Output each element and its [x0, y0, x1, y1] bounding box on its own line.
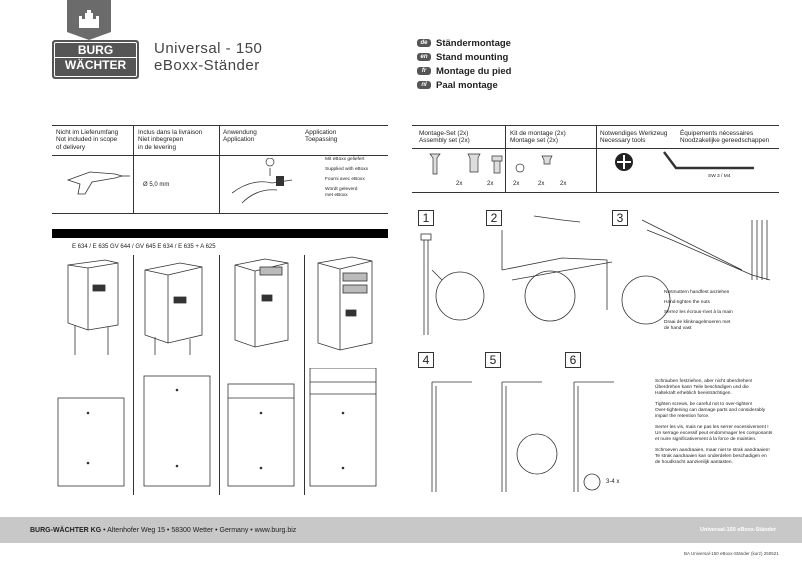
torque-notes: Schrauben festziehen, aber nicht überdre… [655, 379, 772, 466]
footer [0, 517, 802, 543]
divider [412, 148, 779, 149]
eboxx-notes: Mit eBoxx geliefert Supplied with eBoxx … [325, 157, 368, 199]
wrench-label: SW 3 / M4 [708, 174, 731, 179]
steps-1-3-illustration [420, 215, 771, 335]
step3-notes: Nietmuttern handfest anziehen Hand-tight… [664, 290, 733, 332]
right-col1: Montage-Set (2x) Assembly set (2x) [419, 130, 470, 145]
note: Schrauben festziehen, aber nicht überdre… [655, 379, 753, 396]
logo: BURG WÄCHTER [52, 40, 139, 79]
note: Schroeven aandraaien, maar niet te strak… [655, 448, 770, 465]
note: Wordt geleverd [325, 187, 358, 192]
logo-banner [67, 0, 111, 40]
right-col4: Équipements nécessaires Noodzakelijke ge… [680, 130, 770, 145]
logo-line2: WÄCHTER [55, 57, 136, 72]
lang-badge: nl [417, 81, 431, 90]
qty-4: 2x [538, 181, 545, 187]
note: Supplied with eBoxx [325, 167, 369, 172]
cabinet-illustrations [67, 256, 373, 355]
title-text: Stand mounting [436, 52, 509, 63]
divider [219, 255, 220, 495]
lang-badge: en [417, 53, 431, 62]
divider [219, 125, 220, 213]
left-col3: Anwendung Application [223, 129, 257, 144]
right-col3: Notwendiges Werkzeug Necessary tools [600, 130, 668, 145]
divider [52, 125, 388, 126]
title-text: Montage du pied [436, 66, 512, 77]
step-3: 3 [612, 210, 628, 226]
divider [412, 125, 779, 126]
qty-5: 2x [560, 181, 567, 187]
divider [52, 213, 388, 214]
product-line2: eBoxx-Ständer [154, 57, 260, 74]
note: Serrer les vis, mais ne pas les serrer e… [655, 425, 773, 442]
qty-2: 2x [487, 181, 494, 187]
step-5: 5 [485, 352, 501, 368]
title-en: en Stand mounting [417, 51, 511, 65]
note: Tighten screws, be careful not to over-t… [655, 402, 766, 419]
title-fr: fr Montage du pied [417, 65, 511, 79]
note: Fourni avec eBoxx [325, 177, 365, 182]
company-name: BURG-WÄCHTER KG [30, 527, 102, 534]
left-col2: Inclus dans la livraison Niet inbegrepen… [138, 129, 203, 151]
cabinet-back-views [57, 368, 377, 487]
language-titles: de Ständermontage en Stand mounting fr Mont… [417, 37, 511, 93]
company-address: • Altenhofer Weg 15 • 58300 Wetter • Ger… [101, 527, 297, 534]
note: Mit eBoxx geliefert [325, 157, 365, 162]
footer-address: BURG-WÄCHTER KG • Altenhofer Weg 15 • 58… [30, 526, 296, 535]
step-4: 4 [418, 352, 434, 368]
step-6: 6 [565, 352, 581, 368]
note: Draai de klinknagelmoeren met de hand va… [664, 320, 731, 331]
divider [596, 125, 597, 192]
step-2: 2 [486, 210, 502, 226]
tools-icons [615, 151, 754, 171]
product-line1: Universal - 150 [154, 40, 263, 57]
doc-reference: BA Universal-150 eBoxx-Ständer (kurz) 25… [684, 551, 779, 556]
qty-3: 2x [513, 181, 520, 187]
divider [133, 125, 134, 213]
title-nl: nl Paal montage [417, 79, 511, 93]
castle-icon [79, 10, 99, 28]
divider [412, 192, 779, 193]
divider [133, 255, 134, 495]
note: Nietmuttern handfest anziehen [664, 290, 730, 295]
qty-1: 2x [456, 181, 463, 187]
mounting-application-icon [232, 158, 293, 204]
step-1: 1 [418, 210, 434, 226]
divider [505, 125, 506, 192]
title-text: Paal montage [436, 80, 498, 91]
divider [52, 155, 388, 156]
product-title: Universal - 150 eBoxx-Ständer [154, 40, 262, 74]
drill-icon [66, 171, 130, 195]
footer-right: Universal-150 eBoxx-Ständer [700, 527, 777, 533]
hex-key-icon [663, 151, 754, 170]
note: Hand-tighten the nuts [664, 300, 710, 305]
note: met eBoxx [325, 193, 348, 198]
right-col2: Kit de montage (2x) Montage set (2x) [510, 130, 566, 145]
title-de: de Ständermontage [417, 37, 511, 51]
logo-line1: BURG [77, 43, 114, 57]
lang-badge: fr [417, 67, 431, 76]
note: Serrez les écrous-rivet à la main [664, 310, 733, 315]
left-col1: Nicht im Lieferumfang Not included in sc… [56, 129, 119, 151]
rotation-label: 3-4 x [606, 479, 620, 485]
black-bar [52, 229, 388, 238]
divider [304, 255, 305, 495]
title-text: Ständermontage [436, 38, 511, 49]
models-line: E 634 / E 635 GV 644 / GV 645 E 634 / E … [72, 244, 216, 250]
steps-4-6-illustration [431, 381, 614, 492]
drill-size-label: Ø 5,0 mm [143, 182, 170, 188]
lang-badge: de [417, 39, 431, 48]
left-col4: Application Toepassing [305, 129, 338, 144]
assembly-parts-icons [429, 153, 553, 175]
